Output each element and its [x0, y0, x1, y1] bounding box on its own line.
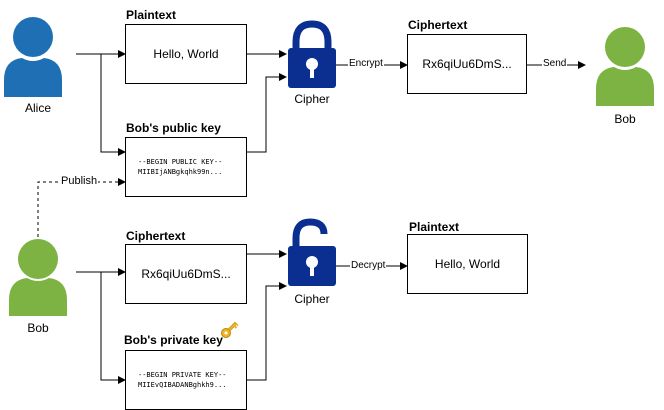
alice-label: Alice	[24, 101, 51, 115]
public-key-box: --BEGIN PUBLIC KEY-- MIIBIjANBgkqhk99n..…	[125, 137, 247, 197]
edge-pubkey-to-cipher	[247, 73, 287, 153]
bob-bottom-label: Bob	[27, 321, 49, 335]
plaintext-title: Plaintext	[126, 8, 177, 22]
private-key-box: --BEGIN PRIVATE KEY-- MIIEvQIBADANBghkh9…	[125, 350, 247, 410]
cipher-label-top: Cipher	[294, 92, 330, 106]
decrypt-label: Decrypt	[350, 260, 387, 271]
plaintext-box: Hello, World	[125, 24, 247, 84]
lock-closed-icon	[288, 20, 336, 88]
ciphertext-box-top: Rx6qiUu6DmS...	[407, 34, 527, 94]
ciphertext-title-bottom: Ciphertext	[126, 229, 186, 243]
private-key-title: Bob's private key	[124, 333, 223, 347]
ciphertext-value-top: Rx6qiUu6DmS...	[422, 57, 512, 71]
edge-bob-to-privkey	[100, 272, 126, 384]
key-icon	[221, 321, 239, 338]
plaintext-value: Hello, World	[153, 47, 219, 61]
alice-person-icon	[4, 17, 62, 97]
public-key-value: --BEGIN PUBLIC KEY-- MIIBIjANBgkqhk99n..…	[138, 158, 223, 176]
ciphertext-title-top: Ciphertext	[408, 18, 468, 32]
ciphertext-box-bottom: Rx6qiUu6DmS...	[125, 244, 247, 304]
cipher-label-bottom: Cipher	[294, 292, 330, 306]
bob-top-label: Bob	[614, 112, 636, 126]
bob-bottom-person-icon	[9, 239, 67, 316]
edge-alice-to-pubkey	[100, 54, 126, 156]
plaintext-value-bottom: Hello, World	[434, 257, 501, 271]
plaintext-box-bottom: Hello, World	[407, 234, 528, 294]
plaintext-title-bottom: Plaintext	[409, 220, 460, 234]
edge-privkey-to-cipher	[247, 282, 287, 381]
bob-top-person-icon	[596, 27, 654, 106]
private-key-value: --BEGIN PRIVATE KEY-- MIIEvQIBADANBghkh9…	[138, 371, 227, 389]
send-label: Send	[542, 58, 568, 69]
edge-publish	[37, 178, 126, 237]
ciphertext-value-bottom: Rx6qiUu6DmS...	[141, 267, 231, 281]
lock-open-icon	[288, 218, 336, 286]
publish-label: Publish	[60, 175, 99, 187]
encrypt-label: Encrypt	[348, 58, 384, 69]
public-key-title: Bob's public key	[126, 121, 221, 135]
